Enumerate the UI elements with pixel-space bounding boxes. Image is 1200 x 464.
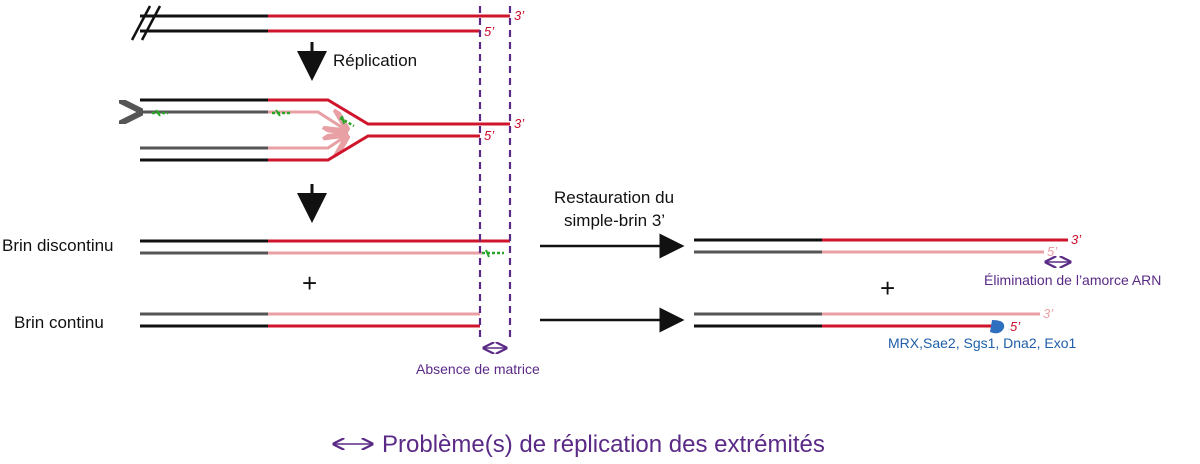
resected-leading: 3’ 5’ MRX,Sae2, Sgs1, Dna2, Exo1 <box>694 306 1077 351</box>
no-template-label: Absence de matrice <box>416 361 540 377</box>
no-template-region: Absence de matrice <box>416 6 540 377</box>
replication-fork: 3’ 5’ <box>140 98 525 162</box>
resected-5prime-label: 5’ <box>1010 319 1021 334</box>
legend: Problème(s) de réplication des extrémité… <box>334 431 825 458</box>
restored-3prime-label: 3’ <box>1071 232 1082 247</box>
top-3prime-label: 3’ <box>514 8 525 23</box>
resected-3prime-label: 3’ <box>1043 306 1054 321</box>
restoration-label-line1: Restauration du <box>554 188 674 207</box>
plus-left: + <box>302 268 317 298</box>
top-5prime-label: 5’ <box>484 24 495 39</box>
plus-right: + <box>880 273 895 303</box>
fork-5prime-label: 5’ <box>484 128 495 143</box>
restored-lagging: 3’ 5’ Élimination de l’amorce ARN <box>694 232 1161 288</box>
enzymes-label: MRX,Sae2, Sgs1, Dna2, Exo1 <box>888 335 1077 351</box>
top-chromosome: 3’ 5’ <box>130 5 525 41</box>
legend-label: Problème(s) de réplication des extrémité… <box>382 431 825 458</box>
leading-strand-product: Brin continu <box>14 312 480 332</box>
replication-label: Réplication <box>333 51 417 70</box>
nuclease-complex-icon <box>990 320 1005 334</box>
break-mark-1 <box>130 5 152 41</box>
restoration-label-line2: simple-brin 3’ <box>564 211 665 230</box>
fork-3prime-label: 3’ <box>514 116 525 131</box>
restored-5prime-label: 5’ <box>1047 244 1058 259</box>
lagging-strand-label: Brin discontinu <box>2 236 114 255</box>
lagging-strand-product: Brin discontinu <box>2 236 510 258</box>
primer-removal-label: Élimination de l’amorce ARN <box>984 272 1161 288</box>
break-mark-2 <box>140 5 162 41</box>
leading-strand-label: Brin continu <box>14 313 104 332</box>
